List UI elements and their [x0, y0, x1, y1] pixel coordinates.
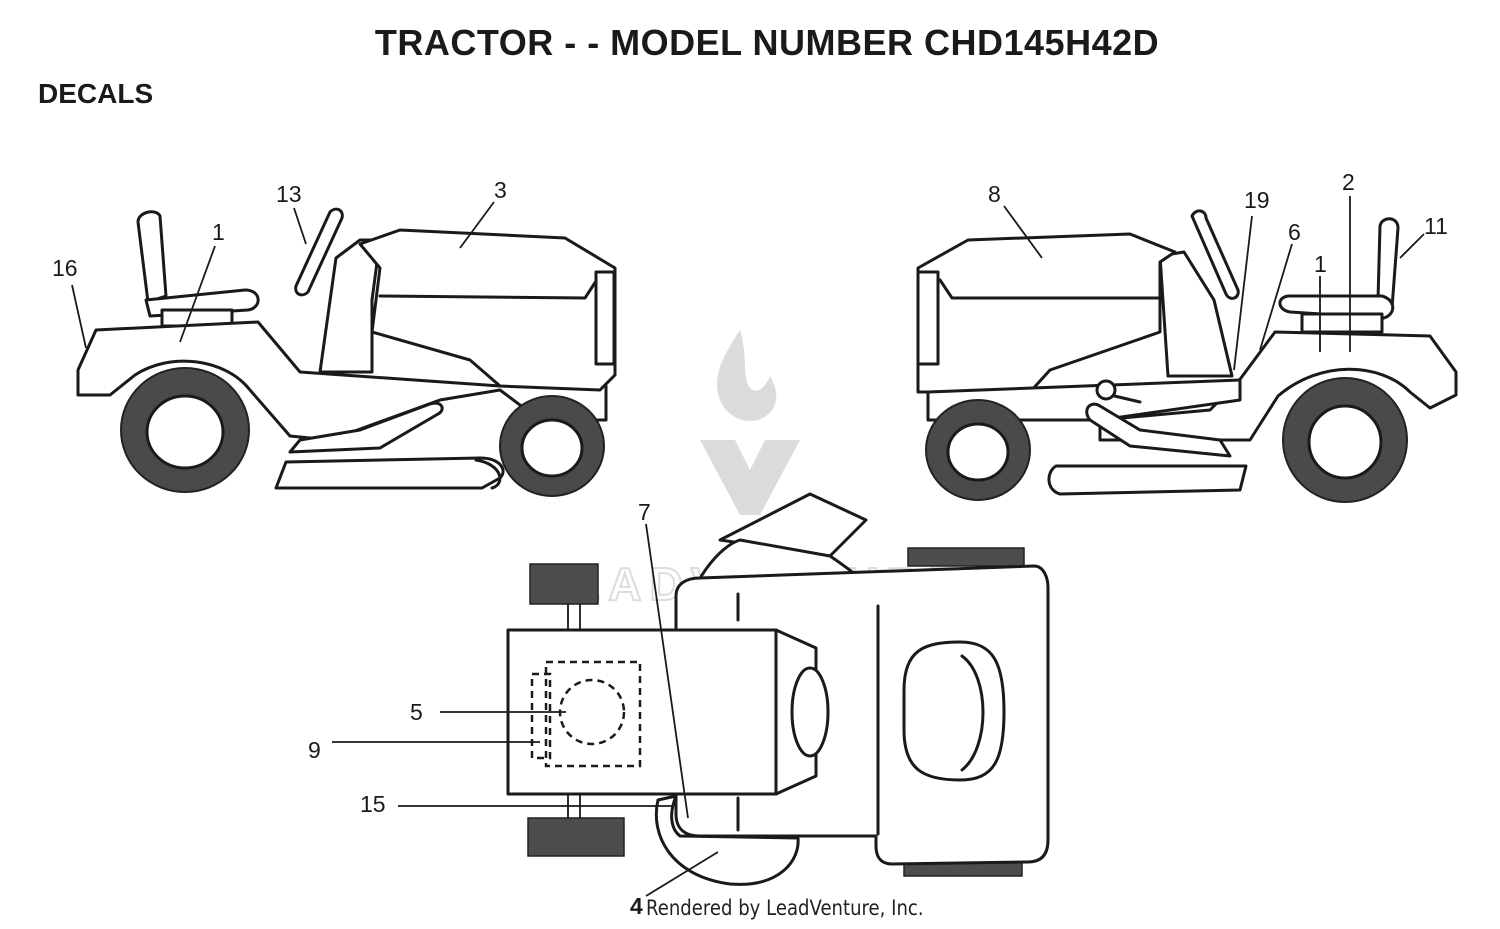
rear-left-tire-top [907, 547, 1025, 567]
callout-11: 11 [1424, 213, 1448, 239]
hood-line [378, 276, 600, 300]
deck-top-right [654, 794, 800, 886]
seat-back-r [1376, 217, 1400, 310]
top-view [506, 492, 1050, 886]
decal-outline-9 [544, 660, 642, 768]
front-rim [520, 418, 584, 478]
callout-5: 5 [410, 699, 423, 725]
mower-deck [274, 456, 505, 490]
left-side-view [76, 207, 617, 497]
grille-r [916, 270, 940, 366]
seat-back-top [960, 654, 985, 772]
hood [358, 228, 617, 392]
callout-1-left: 1 [212, 219, 225, 245]
callout-8: 8 [988, 181, 1001, 207]
right-side-view [916, 209, 1458, 503]
seat-mount-r [1300, 312, 1384, 334]
callout-2: 2 [1342, 169, 1355, 195]
mower-deck-r [1047, 464, 1248, 496]
front-right-tire-top [527, 817, 625, 857]
callout-19: 19 [1244, 187, 1270, 213]
front-left-tire-top [529, 563, 599, 605]
front-rim-r [946, 422, 1010, 482]
callout-7: 7 [638, 499, 651, 525]
hood-r [916, 232, 1177, 394]
callout-6: 6 [1288, 219, 1301, 245]
seat-top [902, 640, 1006, 782]
callout-16: 16 [52, 255, 78, 281]
rear-fender [76, 320, 608, 442]
running-board-r [1085, 402, 1232, 458]
deck-chute [474, 458, 502, 490]
steering-wheel [294, 207, 344, 297]
watermark-logo-icon [700, 330, 800, 515]
seat-back [136, 210, 168, 304]
section-heading: DECALS [38, 78, 154, 109]
hood-line-r [938, 278, 1162, 300]
callout-4: 4 [630, 893, 643, 919]
rear-rim [145, 394, 225, 470]
callout-13: 13 [276, 181, 302, 207]
grille [594, 270, 616, 366]
callout-15: 15 [360, 791, 386, 817]
callouts: 16 1 13 3 8 19 2 6 11 1 7 5 9 15 4 [52, 169, 1448, 919]
callout-1-right: 1 [1314, 251, 1327, 277]
callout-3: 3 [494, 177, 507, 203]
rear-rim-r [1307, 404, 1383, 480]
dash-oval [790, 666, 830, 758]
lift-knob [1095, 379, 1117, 401]
dash-column [318, 238, 382, 374]
running-board [288, 401, 444, 454]
steering-wheel-r [1190, 209, 1240, 300]
callout-9: 9 [308, 737, 321, 763]
dash-column-r [1158, 250, 1234, 378]
footer-credit: Rendered by LeadVenture, Inc. [646, 896, 924, 920]
decal-outline-9b [530, 672, 552, 760]
leader-lines [71, 196, 1425, 897]
page-title: TRACTOR - - MODEL NUMBER CHD145H42D [374, 22, 1160, 63]
